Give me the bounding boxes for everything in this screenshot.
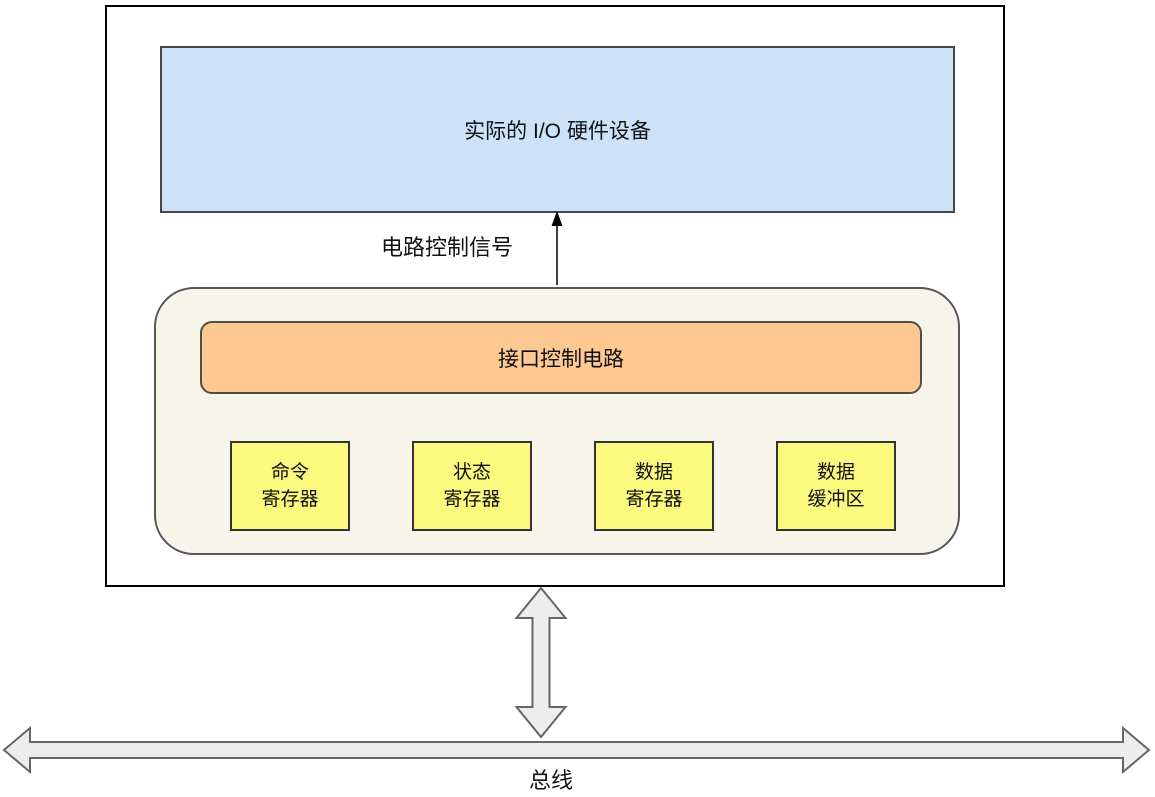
data-buffer-box: 数据 缓冲区 — [776, 441, 896, 531]
interface-control-circuit-label: 接口控制电路 — [498, 347, 624, 371]
bus-label: 总线 — [528, 768, 573, 793]
data-register-label-line2: 寄存器 — [625, 489, 683, 510]
interface-container: 接口控制电路 命令 寄存器 状态 寄存器 数据 寄存器 数据 缓冲区 — [154, 287, 960, 555]
interface-control-circuit-box: 接口控制电路 — [200, 321, 922, 394]
bus-vertical-arrow-icon — [514, 586, 568, 739]
data-register-box: 数据 寄存器 — [594, 441, 714, 531]
data-buffer-label-line1: 数据 — [816, 462, 855, 483]
control-signal-label: 电路控制信号 — [347, 231, 547, 261]
command-register-box: 命令 寄存器 — [230, 441, 350, 531]
data-register-label-line1: 数据 — [634, 462, 673, 483]
command-register-label-line2: 寄存器 — [261, 489, 319, 510]
hardware-device-box: 实际的 I/O 硬件设备 — [160, 46, 955, 213]
io-controller-box: 实际的 I/O 硬件设备 接口控制电路 命令 寄存器 状态 寄存器 数据 寄存器… — [105, 5, 1005, 587]
status-register-label-line2: 寄存器 — [443, 489, 501, 510]
command-register-label-line1: 命令 — [270, 462, 309, 483]
hardware-device-label: 实际的 I/O 硬件设备 — [464, 119, 651, 143]
status-register-box: 状态 寄存器 — [412, 441, 532, 531]
data-buffer-label-line2: 缓冲区 — [807, 489, 865, 510]
status-register-label-line1: 状态 — [452, 462, 491, 483]
